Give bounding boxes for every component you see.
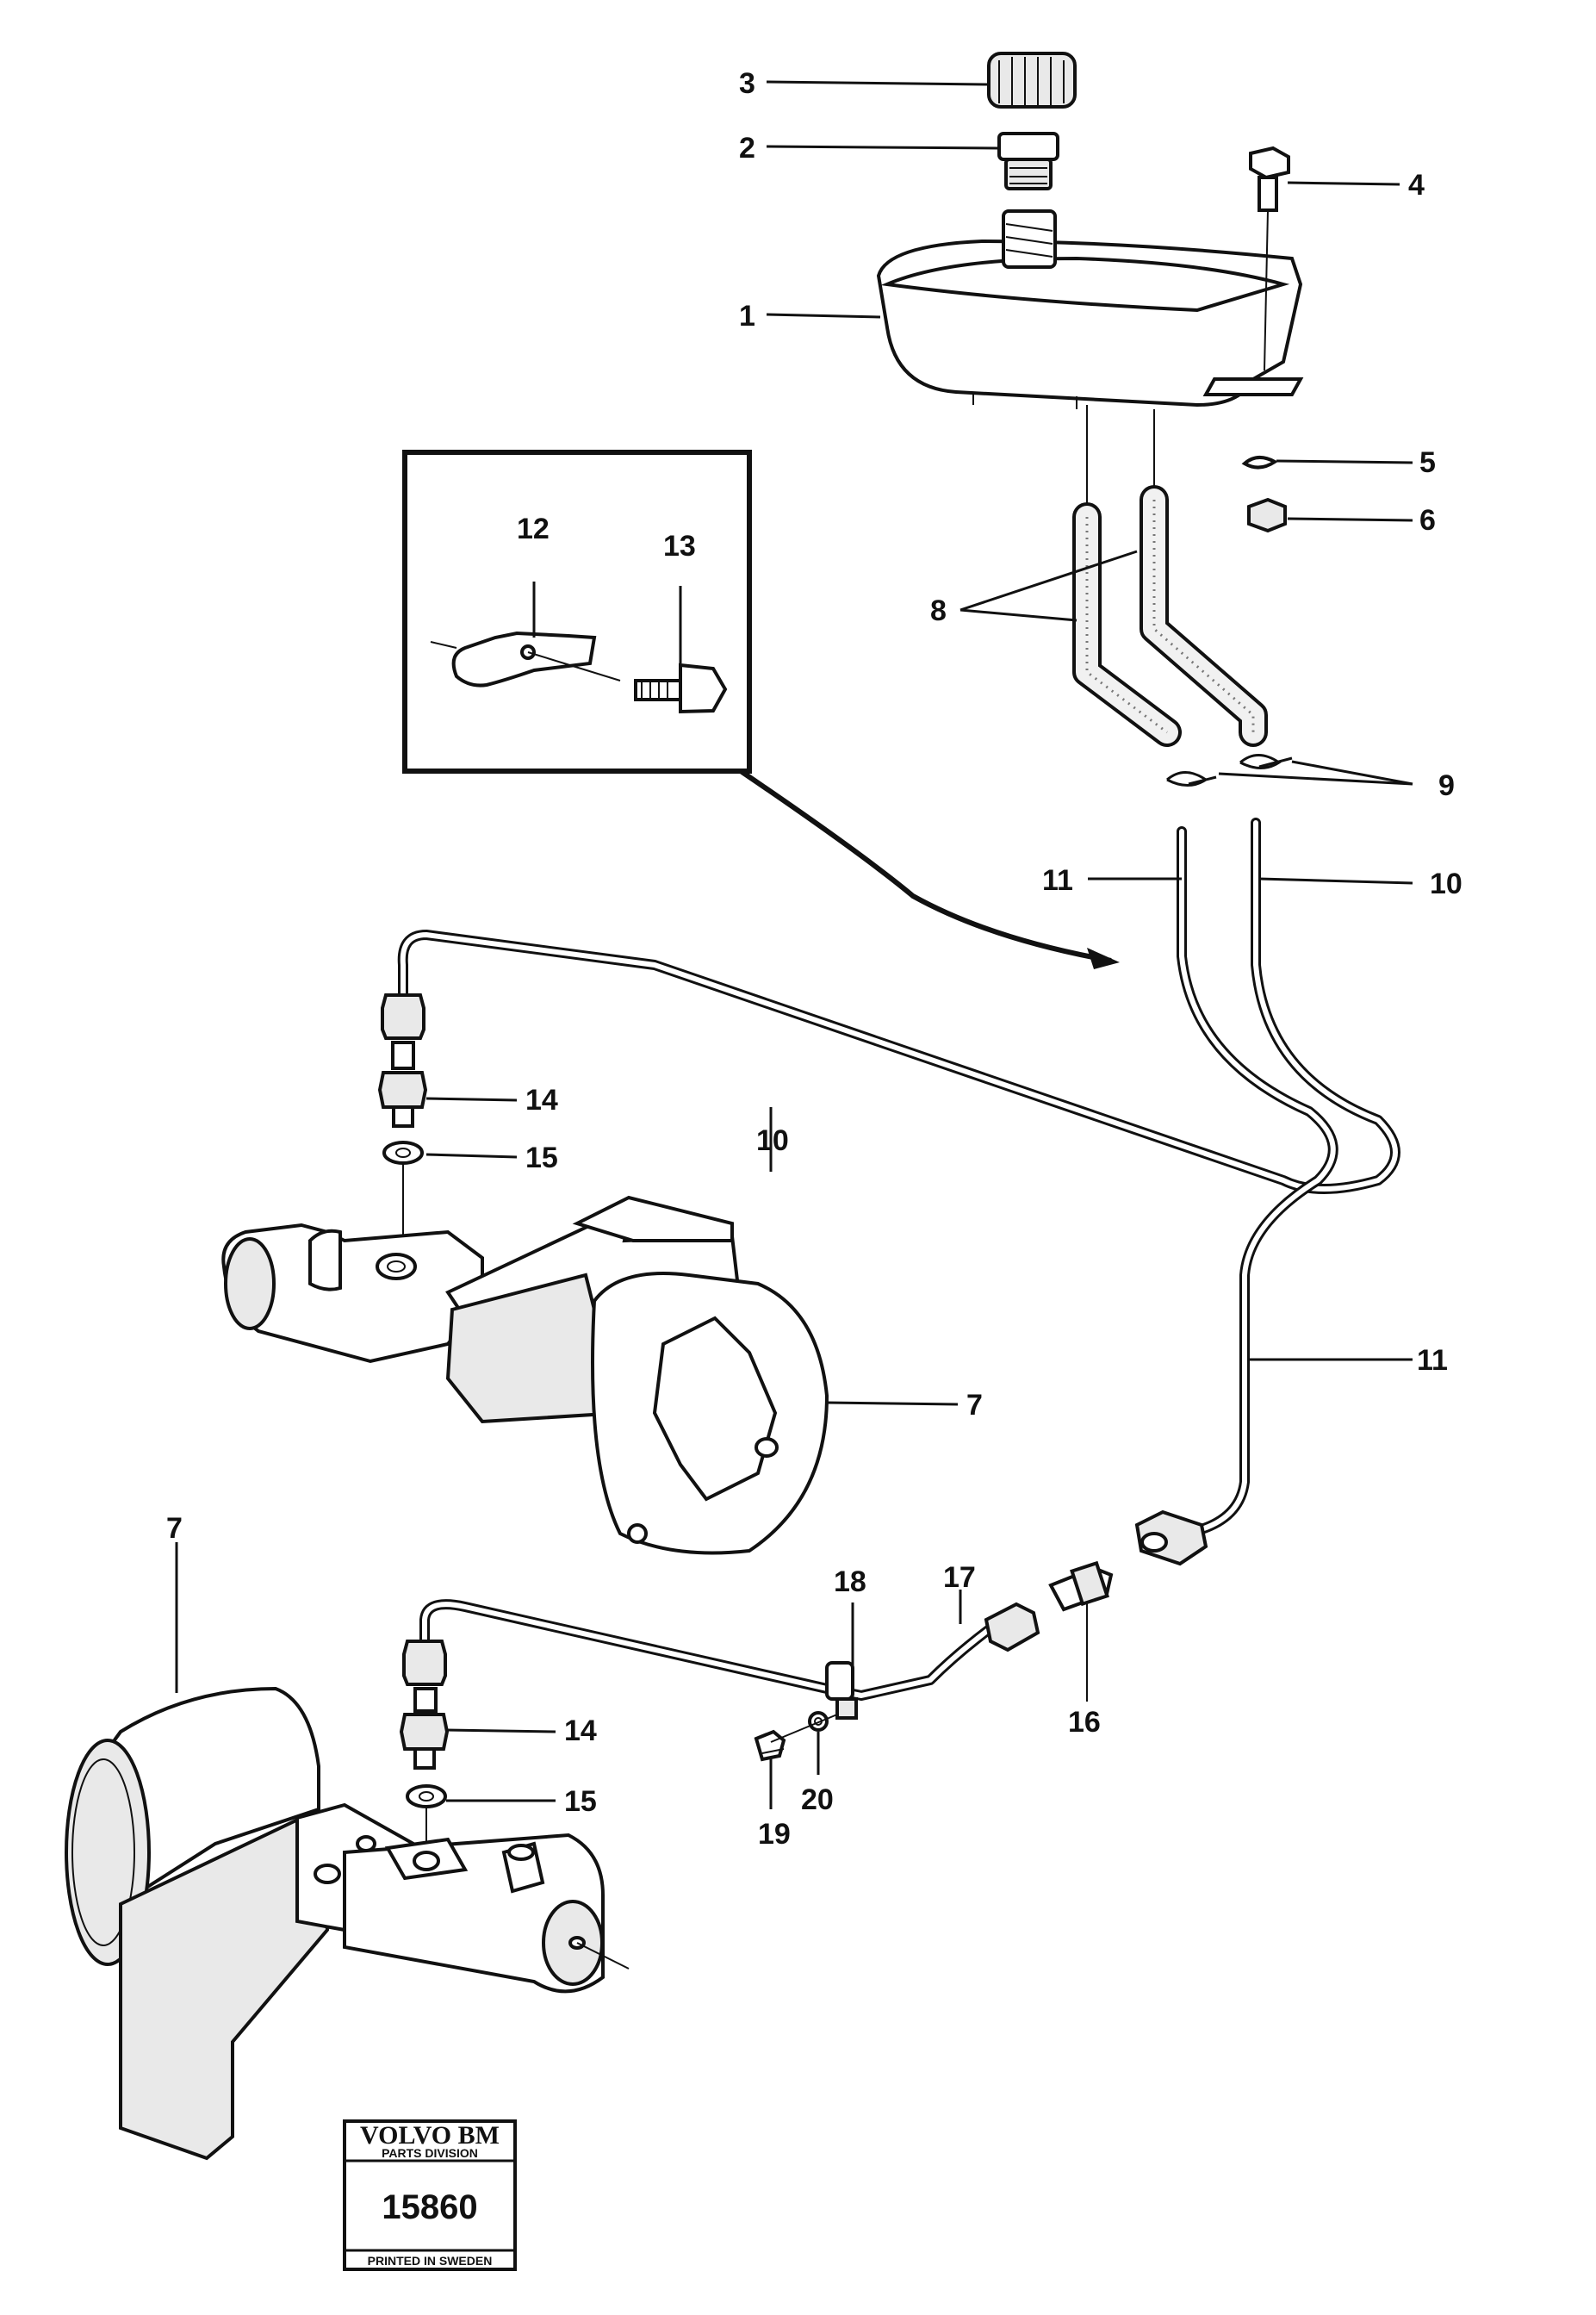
callout-10-upper: 10: [1430, 868, 1462, 900]
stamp-number: 15860: [382, 2188, 477, 2226]
strainer: [997, 132, 1059, 190]
brake-line-11: [1177, 826, 1338, 1534]
inset-detail: [402, 450, 752, 774]
callout-20: 20: [801, 1783, 834, 1816]
stamp-division: PARTS DIVISION: [382, 2146, 478, 2160]
hose-clips: [1166, 754, 1293, 787]
leader-lines: [175, 80, 1413, 1809]
callout-19: 19: [758, 1818, 791, 1851]
callout-5: 5: [1419, 446, 1436, 479]
reservoir-tank: [876, 209, 1304, 409]
callout-15-upper: 15: [525, 1142, 558, 1174]
callout-7-lower: 7: [166, 1512, 183, 1545]
callout-labels: 3 2 4 1 5 6 12 13 8 9 11 10 14 10 15 11 …: [166, 67, 1462, 1851]
callout-4: 4: [1408, 169, 1425, 202]
bolt: [1249, 146, 1290, 371]
washer: [1241, 456, 1278, 470]
callout-2: 2: [739, 132, 755, 165]
nut: [1247, 497, 1287, 533]
stamp-brand: VOLVO BM: [360, 2121, 500, 2150]
lower-booster: [65, 1686, 630, 2161]
volvo-bm-stamp: VOLVO BM PARTS DIVISION 15860 PRINTED IN…: [343, 2119, 517, 2271]
inset-leader-arrow: [739, 769, 1120, 969]
clip-18-assembly: [754, 1661, 858, 1762]
callout-14-lower: 14: [564, 1714, 597, 1747]
callout-17: 17: [943, 1561, 976, 1594]
callout-15-lower: 15: [564, 1785, 597, 1818]
upper-booster: [221, 1195, 829, 1555]
brake-line-17: [419, 1599, 996, 1701]
hoses: [1072, 405, 1268, 747]
callout-16: 16: [1068, 1706, 1101, 1739]
callout-1: 1: [739, 300, 755, 333]
callout-13: 13: [663, 530, 696, 563]
callout-7-upper: 7: [966, 1389, 983, 1422]
brake-line-10: [397, 818, 1400, 1194]
callout-18: 18: [834, 1565, 866, 1598]
union-16-assembly: [984, 1509, 1208, 1702]
upper-fittings: [377, 993, 428, 1249]
callout-12: 12: [517, 513, 550, 545]
callout-8: 8: [930, 594, 947, 627]
callout-3: 3: [739, 67, 755, 100]
stamp-printed: PRINTED IN SWEDEN: [368, 2254, 493, 2268]
callout-6: 6: [1419, 504, 1436, 537]
callout-9: 9: [1438, 769, 1455, 802]
callout-10-lower: 10: [756, 1124, 789, 1157]
callout-11-upper: 11: [1042, 864, 1073, 897]
cap: [987, 52, 1077, 109]
lower-fittings: [399, 1640, 450, 1861]
callout-14-upper: 14: [525, 1084, 558, 1117]
callout-11-lower: 11: [1417, 1344, 1448, 1377]
